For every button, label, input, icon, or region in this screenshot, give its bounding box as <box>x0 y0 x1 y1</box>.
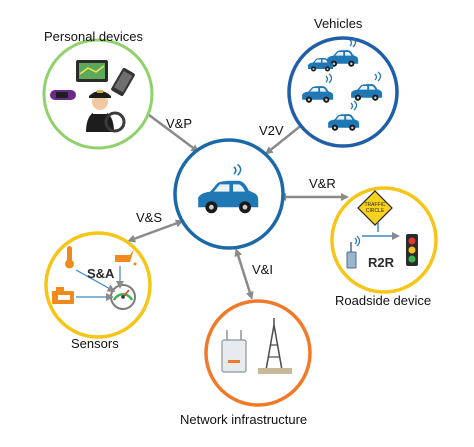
gauge-icon <box>110 284 136 310</box>
gps-device-icon <box>76 60 108 82</box>
link-label-v2v: V2V <box>259 123 284 138</box>
network-infrastructure-title: Network infrastructure <box>180 412 308 427</box>
roadside-device-node: TRAFFIC CIRCLE <box>330 186 438 294</box>
r2r-label: R2R <box>368 255 395 270</box>
sna-label: S&A <box>87 266 115 281</box>
traffic-sign-icon: TRAFFIC CIRCLE <box>357 190 393 226</box>
sign-text: CIRCLE <box>366 208 385 214</box>
sign-text: TRAFFIC <box>364 202 385 208</box>
arrow-vp <box>141 109 200 153</box>
personal-devices-node <box>42 38 154 150</box>
roadside-device-title: Roadside device <box>335 293 432 308</box>
router-icon <box>221 330 247 373</box>
sensors-node <box>44 231 152 339</box>
wristband-icon <box>50 90 76 100</box>
cell-tower-icon <box>258 318 292 374</box>
link-label-vi: V&I <box>252 262 273 277</box>
network-infrastructure-node <box>204 299 312 407</box>
roadside-unit-icon <box>346 235 361 269</box>
oil-can-icon <box>115 249 137 266</box>
thermometer-icon <box>65 246 74 269</box>
sensors-title: Sensors <box>71 336 119 351</box>
link-label-vr: V&R <box>309 176 336 191</box>
personal-devices-title: Personal devices <box>44 29 143 44</box>
link-label-vp: V&P <box>166 116 193 131</box>
engine-icon <box>52 287 74 304</box>
link-label-vs: V&S <box>136 210 163 225</box>
smartphone-icon <box>111 67 135 97</box>
vehicles-title: Vehicles <box>314 16 363 31</box>
driver-icon <box>86 90 126 133</box>
vehicle-center-node <box>173 138 285 250</box>
traffic-light-icon <box>406 234 418 266</box>
arrow-vs <box>127 219 184 243</box>
vehicles-node <box>287 36 399 148</box>
arrow-vi <box>234 248 254 300</box>
sensor-link <box>75 269 116 292</box>
